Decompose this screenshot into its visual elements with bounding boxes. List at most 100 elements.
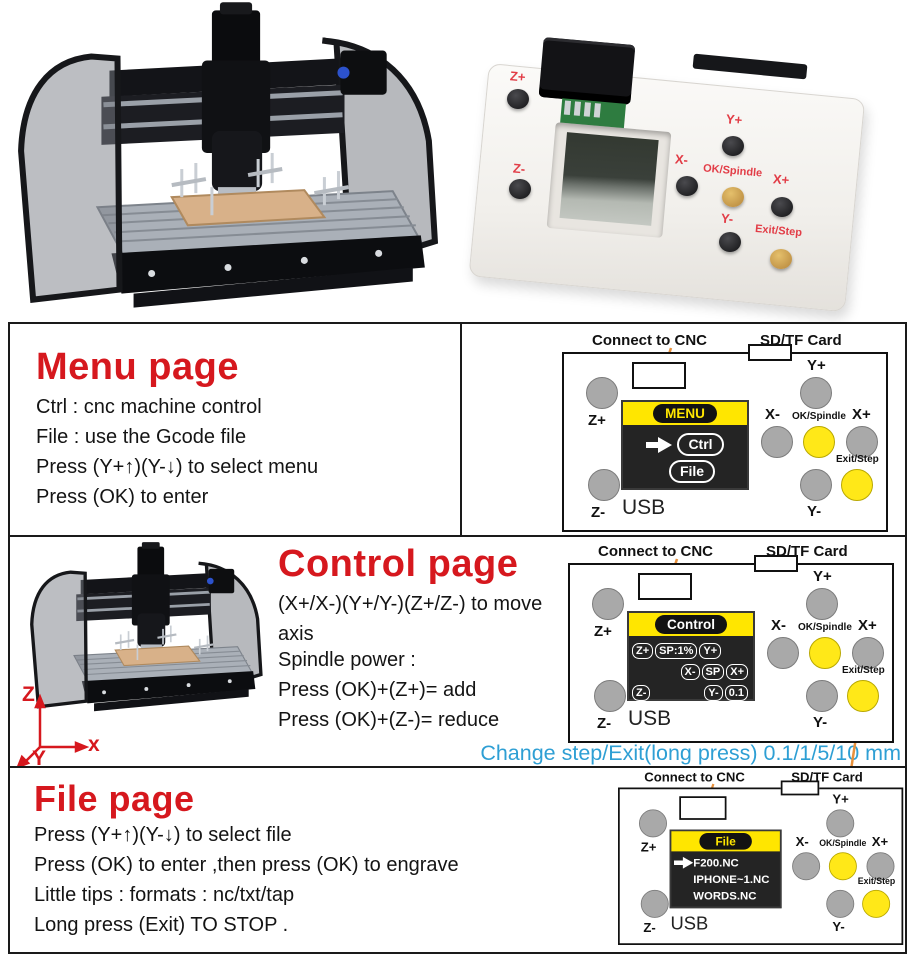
- menu-line-3: Press (Y+↑)(Y-↓) to select menu: [36, 456, 319, 478]
- file-line-1: Press (Y+↑)(Y-↓) to select file: [34, 824, 292, 846]
- diag-button-x-plus: [852, 637, 884, 669]
- sd-slot-rect: [748, 344, 792, 361]
- control-line-4: Press (OK)+(Z-)= reduce: [278, 709, 500, 731]
- selection-arrow-icon: [646, 436, 673, 453]
- control-line-2: Spindle power :: [278, 649, 416, 671]
- lcd-badge: Z+: [632, 643, 654, 659]
- diag-label-z-plus: Z+: [640, 840, 657, 855]
- lcd-title: Control: [655, 615, 727, 634]
- lcd-badge: 0.1: [724, 685, 748, 701]
- connect-to-cnc-label: Connect to CNC: [598, 543, 713, 560]
- button-ok-spindle: [722, 187, 744, 207]
- diag-button-x-minus: [761, 426, 793, 458]
- hero-photos: Z+ Z- Y+ X- OK/Spindle X+ Y- Exit/Step: [0, 0, 915, 322]
- control-page-section: Z x Y Control page (X+/X-)(Y+/Y-)(Z+/Z-)…: [8, 535, 907, 771]
- lcd-header: File: [671, 831, 780, 852]
- lcd-file-3: WORDS.NC: [693, 889, 757, 903]
- diag-button-y-minus: [806, 680, 838, 712]
- lcd-title: MENU: [653, 404, 717, 423]
- diag-button-y-minus: [826, 889, 855, 918]
- label-z-minus: Z-: [512, 160, 526, 177]
- diag-label-x-minus: X-: [795, 834, 809, 850]
- controller-outline: Z+ Z- Y+ X- OK/Spindle X+ Exit/Step Y- C…: [568, 555, 894, 743]
- lcd-badge: X-: [680, 664, 700, 680]
- file-diagram: Connect to CNC SD/TF Card Z+ Z- Y+ X- OK…: [618, 770, 915, 958]
- lcd-header: MENU: [623, 402, 747, 425]
- menu-page-section: Menu page Ctrl : cnc machine control Fil…: [8, 322, 907, 537]
- axis-y-label: Y: [32, 747, 47, 770]
- diag-label-exit-step: Exit/Step: [836, 454, 879, 465]
- lcd-badge: SP:1%: [655, 643, 698, 659]
- diag-button-x-plus: [866, 852, 895, 881]
- label-x-minus: X-: [674, 151, 689, 168]
- diag-label-ok-spindle: OK/Spindle: [792, 411, 846, 422]
- diag-label-y-minus: Y-: [807, 503, 822, 520]
- diag-button-x-minus: [792, 852, 821, 881]
- diag-button-z-minus: [594, 680, 626, 712]
- lcd-badge: Z-: [632, 685, 651, 701]
- diag-button-x-minus: [767, 637, 799, 669]
- lcd-file-1: F200.NC: [693, 855, 739, 869]
- label-z-plus: Z+: [509, 68, 527, 85]
- diag-label-y-minus: Y-: [813, 714, 828, 731]
- ribbon-connector: [538, 37, 636, 105]
- file-line-4: Long press (Exit) TO STOP .: [34, 914, 289, 936]
- lcd-screen: [559, 132, 659, 226]
- control-page-title: Control page: [278, 543, 519, 585]
- control-line-1: (X+/X-)(Y+/Y-)(Z+/Z-) to move axis: [278, 593, 543, 645]
- controller-outline: Z+ Z- Y+ X- OK/Spindle X+ Exit/Step Y- F…: [618, 780, 904, 945]
- button-y-minus: [719, 232, 741, 252]
- axis-x-label: x: [88, 733, 100, 756]
- lcd-badge: Y+: [699, 643, 722, 659]
- diag-label-ok-spindle: OK/Spindle: [819, 839, 867, 849]
- axis-arrows-icon: [15, 693, 90, 770]
- lcd-badge: Y-: [704, 685, 723, 701]
- lcd-header: Control: [629, 613, 753, 636]
- axis-indicator: Z x Y: [14, 683, 104, 770]
- diag-button-exit-step: [862, 889, 891, 918]
- offline-controller-photo: Z+ Z- Y+ X- OK/Spindle X+ Y- Exit/Step: [468, 35, 890, 313]
- diag-button-ok-spindle: [803, 426, 835, 458]
- diag-label-x-plus: X+: [871, 834, 889, 850]
- usb-label: USB: [622, 496, 666, 519]
- diag-button-z-plus: [592, 588, 624, 620]
- diag-button-y-minus: [800, 469, 832, 501]
- label-y-minus: Y-: [720, 210, 734, 227]
- diag-button-ok-spindle: [828, 852, 857, 881]
- controller-outline: Z+ Z- Y+ X- OK/Spindle X+ Exit/Step Y- M…: [562, 344, 888, 532]
- diag-button-z-minus: [640, 889, 669, 918]
- lcd-menu-item-ctrl: Ctrl: [677, 433, 724, 456]
- diag-label-z-minus: Z-: [597, 715, 612, 732]
- control-diagram: Connect to CNC SD/TF Card Z+ Z- Y+ X- OK…: [568, 543, 908, 781]
- sd-slot-rect: [754, 555, 798, 572]
- diag-label-y-plus: Y+: [807, 357, 826, 374]
- lcd-badge: SP: [701, 664, 725, 680]
- lcd-file-2: IPHONE~1.NC: [693, 872, 770, 886]
- button-exit-step: [770, 249, 792, 269]
- file-page-title: File page: [34, 778, 195, 819]
- selection-arrow-icon: [674, 856, 694, 869]
- divider: [460, 324, 462, 535]
- diag-label-x-minus: X-: [765, 406, 780, 423]
- cnc-machine-photo: [5, 0, 457, 322]
- diag-button-ok-spindle: [809, 637, 841, 669]
- menu-line-4: Press (OK) to enter: [36, 486, 209, 508]
- menu-lcd-screen: MENU Ctrl File: [621, 400, 749, 490]
- control-line-3: Press (OK)+(Z+)= add: [278, 679, 477, 701]
- connect-to-cnc-label: Connect to CNC: [644, 770, 745, 785]
- diag-label-z-plus: Z+: [594, 623, 612, 640]
- label-x-plus: X+: [772, 171, 790, 188]
- diag-button-x-plus: [846, 426, 878, 458]
- button-x-plus: [771, 197, 793, 217]
- file-lcd-screen: File F200.NC IPHONE~1.NC WORDS.NC: [669, 829, 782, 909]
- label-y-plus: Y+: [725, 111, 743, 128]
- diag-label-z-minus: Z-: [643, 920, 656, 936]
- diag-button-exit-step: [847, 680, 879, 712]
- step-change-note: Change step/Exit(long press) 0.1/1/5/10 …: [480, 741, 901, 765]
- sd-slot-rect: [780, 780, 820, 796]
- diag-label-y-plus: Y+: [813, 568, 832, 585]
- menu-line-2: File : use the Gcode file: [36, 426, 247, 448]
- file-line-2: Press (OK) to enter ,then press (OK) to …: [34, 854, 459, 876]
- diag-label-y-plus: Y+: [832, 791, 849, 807]
